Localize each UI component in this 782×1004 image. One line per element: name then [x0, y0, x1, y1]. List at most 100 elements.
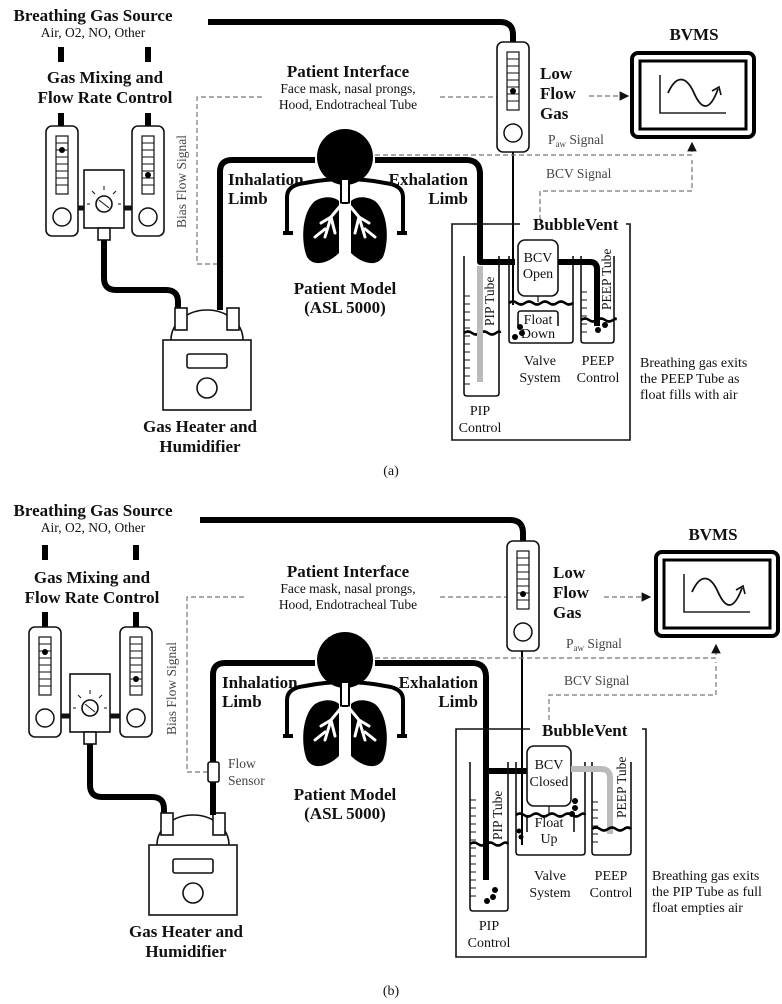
patient-interface-title: Patient Interface [287, 62, 410, 81]
bcv-signal-label: BCV Signal [546, 166, 612, 181]
note-line-3: float fills with air [640, 388, 738, 403]
bubblevent-title: BubbleVent [542, 721, 628, 740]
gas-line-left [58, 47, 64, 62]
gas-source-subtitle: Air, O2, NO, Other [41, 25, 146, 40]
peep-control-label-1: PEEP [595, 869, 628, 884]
note-line-3: float empties air [652, 901, 743, 916]
float-box [517, 310, 559, 326]
mixing-title-2: Flow Rate Control [38, 88, 173, 107]
bvms-title: BVMS [688, 525, 737, 544]
gas-heater-humidifier-icon [162, 307, 252, 411]
patient-interface-title: Patient Interface [287, 562, 410, 581]
patient-lungs-icon [281, 630, 409, 769]
inhalation-label-1: Inhalation [222, 673, 298, 692]
patient-lungs-icon [281, 127, 409, 266]
peep-water-level [591, 826, 632, 832]
peep-control-label-2: Control [590, 886, 633, 901]
peep-control-column [591, 762, 632, 856]
pip-water-level [463, 330, 502, 336]
bubble [569, 811, 575, 817]
bubble [516, 828, 522, 834]
gas-source-title: Breathing Gas Source [14, 501, 173, 520]
bubble [595, 327, 601, 333]
exhalation-limb-pipe [375, 660, 489, 880]
exhalation-label-2: Limb [428, 189, 468, 208]
bcv-signal-label: BCV Signal [564, 673, 630, 688]
inhalation-label-1: Inhalation [228, 170, 304, 189]
gas-line-right [145, 47, 151, 62]
low-flow-label-1: Low [540, 64, 573, 83]
exhalation-limb-pipe [375, 157, 515, 265]
mixer-inlet-right [145, 113, 151, 127]
patient-model-label-2: (ASL 5000) [304, 298, 386, 317]
inhalation-limb-pipe [217, 157, 315, 310]
float-box [526, 816, 575, 832]
flowmeter-right-indicator [133, 676, 139, 682]
pip-control-label-1: PIP [470, 404, 490, 419]
low-flow-label-2: Flow [553, 583, 590, 602]
panel-b: Breathing Gas Source Air, O2, NO, Other … [14, 501, 780, 999]
inhalation-limb-pipe [210, 660, 315, 815]
note-line-1: Breathing gas exits [652, 869, 759, 884]
bcv-state-2: Open [523, 267, 553, 282]
peep-water-level [580, 317, 617, 323]
float-state-2: Up [540, 832, 557, 847]
flowmeter-right-icon [131, 125, 165, 237]
flow-sensor-icon [207, 761, 220, 783]
bias-flow-signal-line [196, 96, 262, 265]
bubblevent-enclosure [451, 223, 631, 441]
flow-sensor-label-1: Flow [228, 756, 256, 771]
bubble [492, 887, 498, 893]
note-line-2: the PEEP Tube as [640, 372, 739, 387]
bvms-monitor-icon [630, 51, 756, 139]
bubble [519, 330, 525, 336]
low-flow-indicator [520, 591, 526, 597]
exhalation-label-2: Limb [438, 692, 478, 711]
pip-water-level [469, 841, 510, 847]
peep-tube-label: PEEP Tube [614, 757, 629, 818]
mixing-title-1: Gas Mixing and [34, 568, 151, 587]
gas-mixer-icon [69, 673, 111, 745]
flow-sensor-label-2: Sensor [228, 773, 265, 788]
pip-scale [464, 295, 470, 385]
flowmeter-left-indicator [59, 147, 65, 153]
float-state-2: Down [521, 327, 555, 342]
valve-system-column [508, 256, 574, 344]
float-state-1: Float [524, 313, 553, 328]
bubblevent-title: BubbleVent [533, 215, 619, 234]
gas-heater-humidifier-icon [148, 812, 238, 916]
mixer-inlet-right [133, 612, 139, 627]
bcv-state-2: Closed [530, 775, 569, 790]
low-flow-label-2: Flow [540, 84, 577, 103]
patient-model-label-1: Patient Model [294, 785, 397, 804]
mixer-to-heater-pipe [87, 744, 167, 815]
note-line-1: Breathing gas exits [640, 356, 747, 371]
bubble [602, 322, 608, 328]
valve-system-label-2: System [529, 886, 570, 901]
peep-tube-active [558, 259, 600, 326]
gas-line-left [42, 545, 48, 560]
mixing-title-1: Gas Mixing and [47, 68, 164, 87]
pip-control-label-1: PIP [479, 919, 499, 934]
float-up-level [515, 812, 587, 818]
gas-source-to-lowflow-pipe [200, 517, 526, 541]
low-flow-indicator [510, 88, 516, 94]
peep-scale [581, 291, 587, 333]
heater-label-1: Gas Heater and [143, 417, 258, 436]
exhalation-label-1: Exhalation [389, 170, 469, 189]
mixer-inlet-left [42, 612, 48, 627]
panel-b-caption: (b) [383, 984, 400, 999]
note-line-2: the PIP Tube as full [652, 885, 762, 900]
bvms-monitor-icon [654, 550, 780, 638]
mixing-title-2: Flow Rate Control [25, 588, 160, 607]
valve-water-level [508, 300, 574, 306]
pip-tube-label: PIP Tube [490, 791, 505, 840]
valve-system-label-1: Valve [524, 354, 556, 369]
paw-signal-label: Paw Signal [566, 636, 622, 653]
inhalation-label-2: Limb [228, 189, 268, 208]
bubble [490, 894, 496, 900]
bcv-signal-line [548, 662, 717, 720]
low-flow-label-3: Gas [540, 104, 569, 123]
valve-system-label-1: Valve [534, 869, 566, 884]
